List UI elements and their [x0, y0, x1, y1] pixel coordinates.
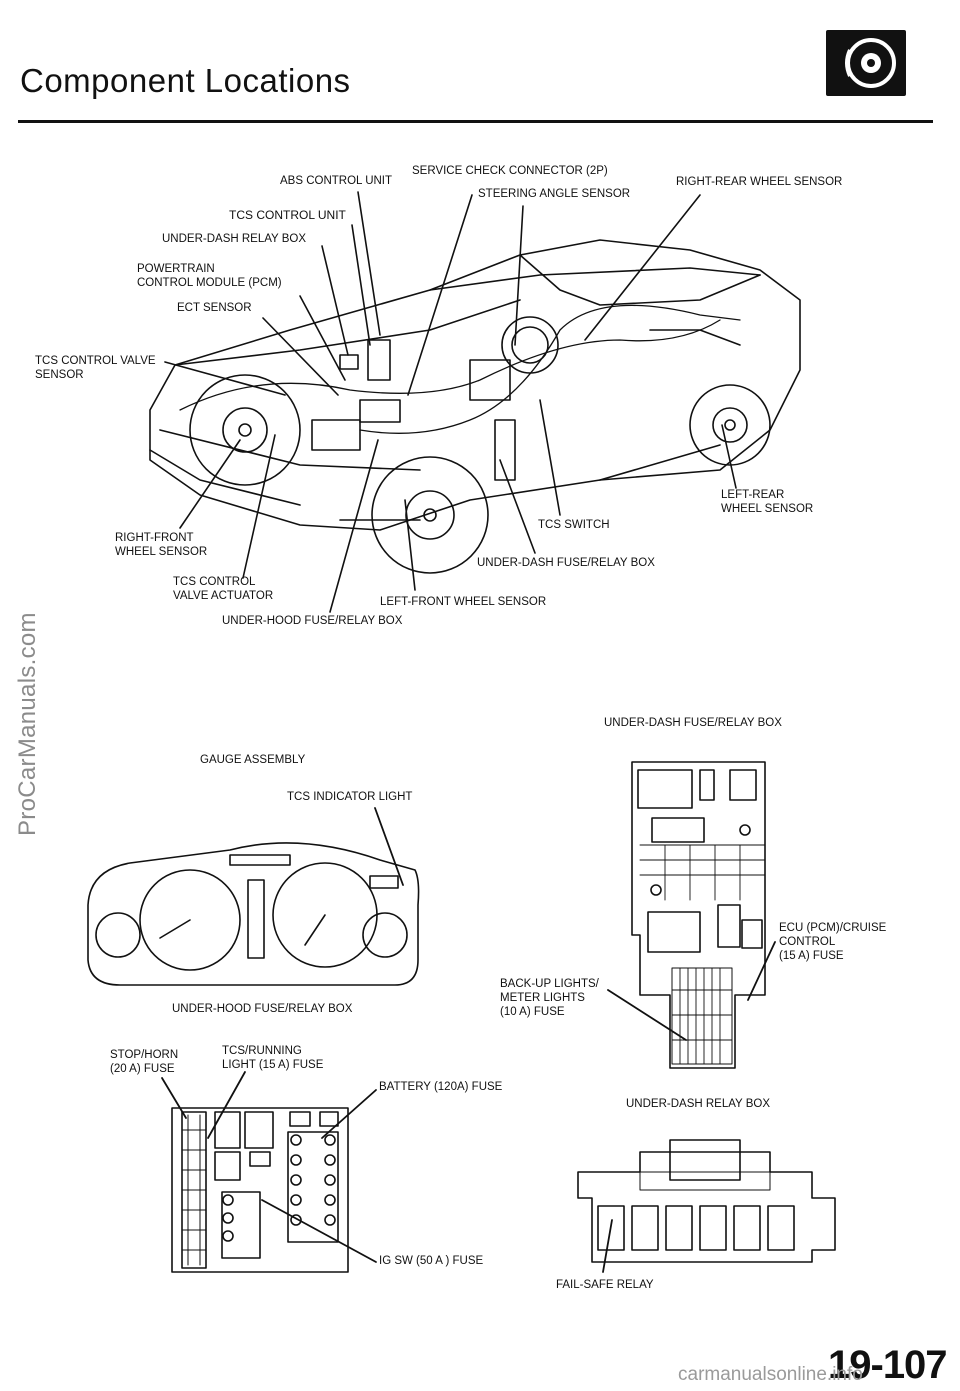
label-backup-line2: METER LIGHTS	[500, 992, 585, 1004]
label-right-rear-wheel-sensor: RIGHT-REAR WHEEL SENSOR	[676, 176, 843, 188]
watermark: ProCarManuals.com	[14, 612, 41, 836]
label-under-hood-fuse-relay-box-car: UNDER-HOOD FUSE/RELAY BOX	[222, 615, 403, 627]
label-tcs-valve-sensor-line2: SENSOR	[35, 369, 84, 381]
label-stop-horn-line1: STOP/HORN	[110, 1049, 179, 1061]
label-tcs-running-light-fuse: TCS/RUNNING LIGHT (15 A) FUSE	[222, 1044, 323, 1072]
label-right-front-wheel-sensor: RIGHT-FRONT WHEEL SENSOR	[115, 531, 207, 559]
label-tcs-running-line2: LIGHT (15 A) FUSE	[222, 1059, 324, 1071]
label-backup-meter-lights-fuse: BACK-UP LIGHTS/ METER LIGHTS (10 A) FUSE	[500, 977, 599, 1019]
page-title: Component Locations	[20, 62, 351, 99]
header-rule	[18, 120, 933, 123]
label-left-rear-wheel-sensor: LEFT-REAR WHEEL SENSOR	[721, 488, 813, 516]
label-powertrain-line1: POWERTRAIN	[137, 263, 215, 275]
label-tcs-running-line1: TCS/RUNNING	[222, 1045, 302, 1057]
label-tcs-control-unit: TCS CONTROL UNIT	[229, 208, 346, 222]
label-ecu-line1: ECU (PCM)/CRUISE	[779, 922, 887, 934]
gauge-cluster-illustration	[87, 842, 420, 986]
label-tcs-actuator-line2: VALVE ACTUATOR	[173, 590, 274, 602]
label-right-front-line2: WHEEL SENSOR	[115, 546, 208, 558]
label-gauge-assembly: GAUGE ASSEMBLY	[200, 754, 306, 766]
under-hood-fuse-box-illustration	[171, 1107, 349, 1273]
label-ecu-cruise-fuse: ECU (PCM)/CRUISE CONTROL (15 A) FUSE	[779, 921, 886, 963]
label-left-front-wheel-sensor: LEFT-FRONT WHEEL SENSOR	[380, 596, 547, 608]
label-abs-control-unit: ABS CONTROL UNIT	[280, 175, 393, 187]
label-under-dash-fuse-relay-box-car: UNDER-DASH FUSE/RELAY BOX	[477, 557, 655, 569]
label-powertrain-line2: CONTROL MODULE (PCM)	[137, 277, 282, 289]
label-backup-line3: (10 A) FUSE	[500, 1006, 565, 1018]
label-stop-horn-line2: (20 A) FUSE	[110, 1063, 175, 1075]
car-illustration	[149, 239, 801, 574]
label-under-hood-fuse-relay-box: UNDER-HOOD FUSE/RELAY BOX	[172, 1003, 353, 1015]
brake-disc-icon	[826, 30, 906, 96]
label-left-rear-line1: LEFT-REAR	[721, 489, 785, 501]
label-tcs-valve-sensor-line1: TCS CONTROL VALVE	[35, 355, 156, 367]
label-service-check-connector: SERVICE CHECK CONNECTOR (2P)	[412, 165, 608, 177]
label-left-rear-line2: WHEEL SENSOR	[721, 503, 814, 515]
page-number: 19-107	[828, 1343, 948, 1387]
label-tcs-control-valve-sensor: TCS CONTROL VALVE SENSOR	[35, 354, 156, 382]
footer-site: carmanualsonline.info	[678, 1364, 863, 1385]
label-powertrain-control-module: POWERTRAIN CONTROL MODULE (PCM)	[137, 262, 282, 290]
label-ig-sw-fuse: IG SW (50 A ) FUSE	[379, 1255, 484, 1267]
label-ecu-line2: CONTROL	[779, 936, 836, 948]
label-tcs-control-valve-actuator: TCS CONTROL VALVE ACTUATOR	[173, 575, 273, 603]
label-tcs-switch: TCS SWITCH	[538, 519, 610, 531]
label-tcs-actuator-line1: TCS CONTROL	[173, 576, 256, 588]
label-battery-fuse: BATTERY (120A) FUSE	[379, 1081, 503, 1093]
label-stop-horn-fuse: STOP/HORN (20 A) FUSE	[110, 1048, 178, 1076]
under-dash-fuse-box-illustration	[631, 761, 766, 1069]
label-under-dash-fuse-relay-box: UNDER-DASH FUSE/RELAY BOX	[604, 717, 782, 729]
label-steering-angle-sensor: STEERING ANGLE SENSOR	[478, 188, 631, 200]
car-leader-lines	[164, 191, 737, 613]
under-dash-relay-box-illustration	[577, 1139, 836, 1263]
label-under-dash-relay-box-detail: UNDER-DASH RELAY BOX	[626, 1098, 770, 1110]
label-right-front-line1: RIGHT-FRONT	[115, 532, 194, 544]
label-backup-line1: BACK-UP LIGHTS/	[500, 978, 599, 990]
label-under-dash-relay-box: UNDER-DASH RELAY BOX	[162, 233, 306, 245]
label-ecu-line3: (15 A) FUSE	[779, 950, 844, 962]
label-tcs-indicator-light: TCS INDICATOR LIGHT	[287, 791, 413, 803]
label-ect-sensor: ECT SENSOR	[177, 302, 252, 314]
label-fail-safe-relay: FAIL-SAFE RELAY	[556, 1279, 654, 1291]
